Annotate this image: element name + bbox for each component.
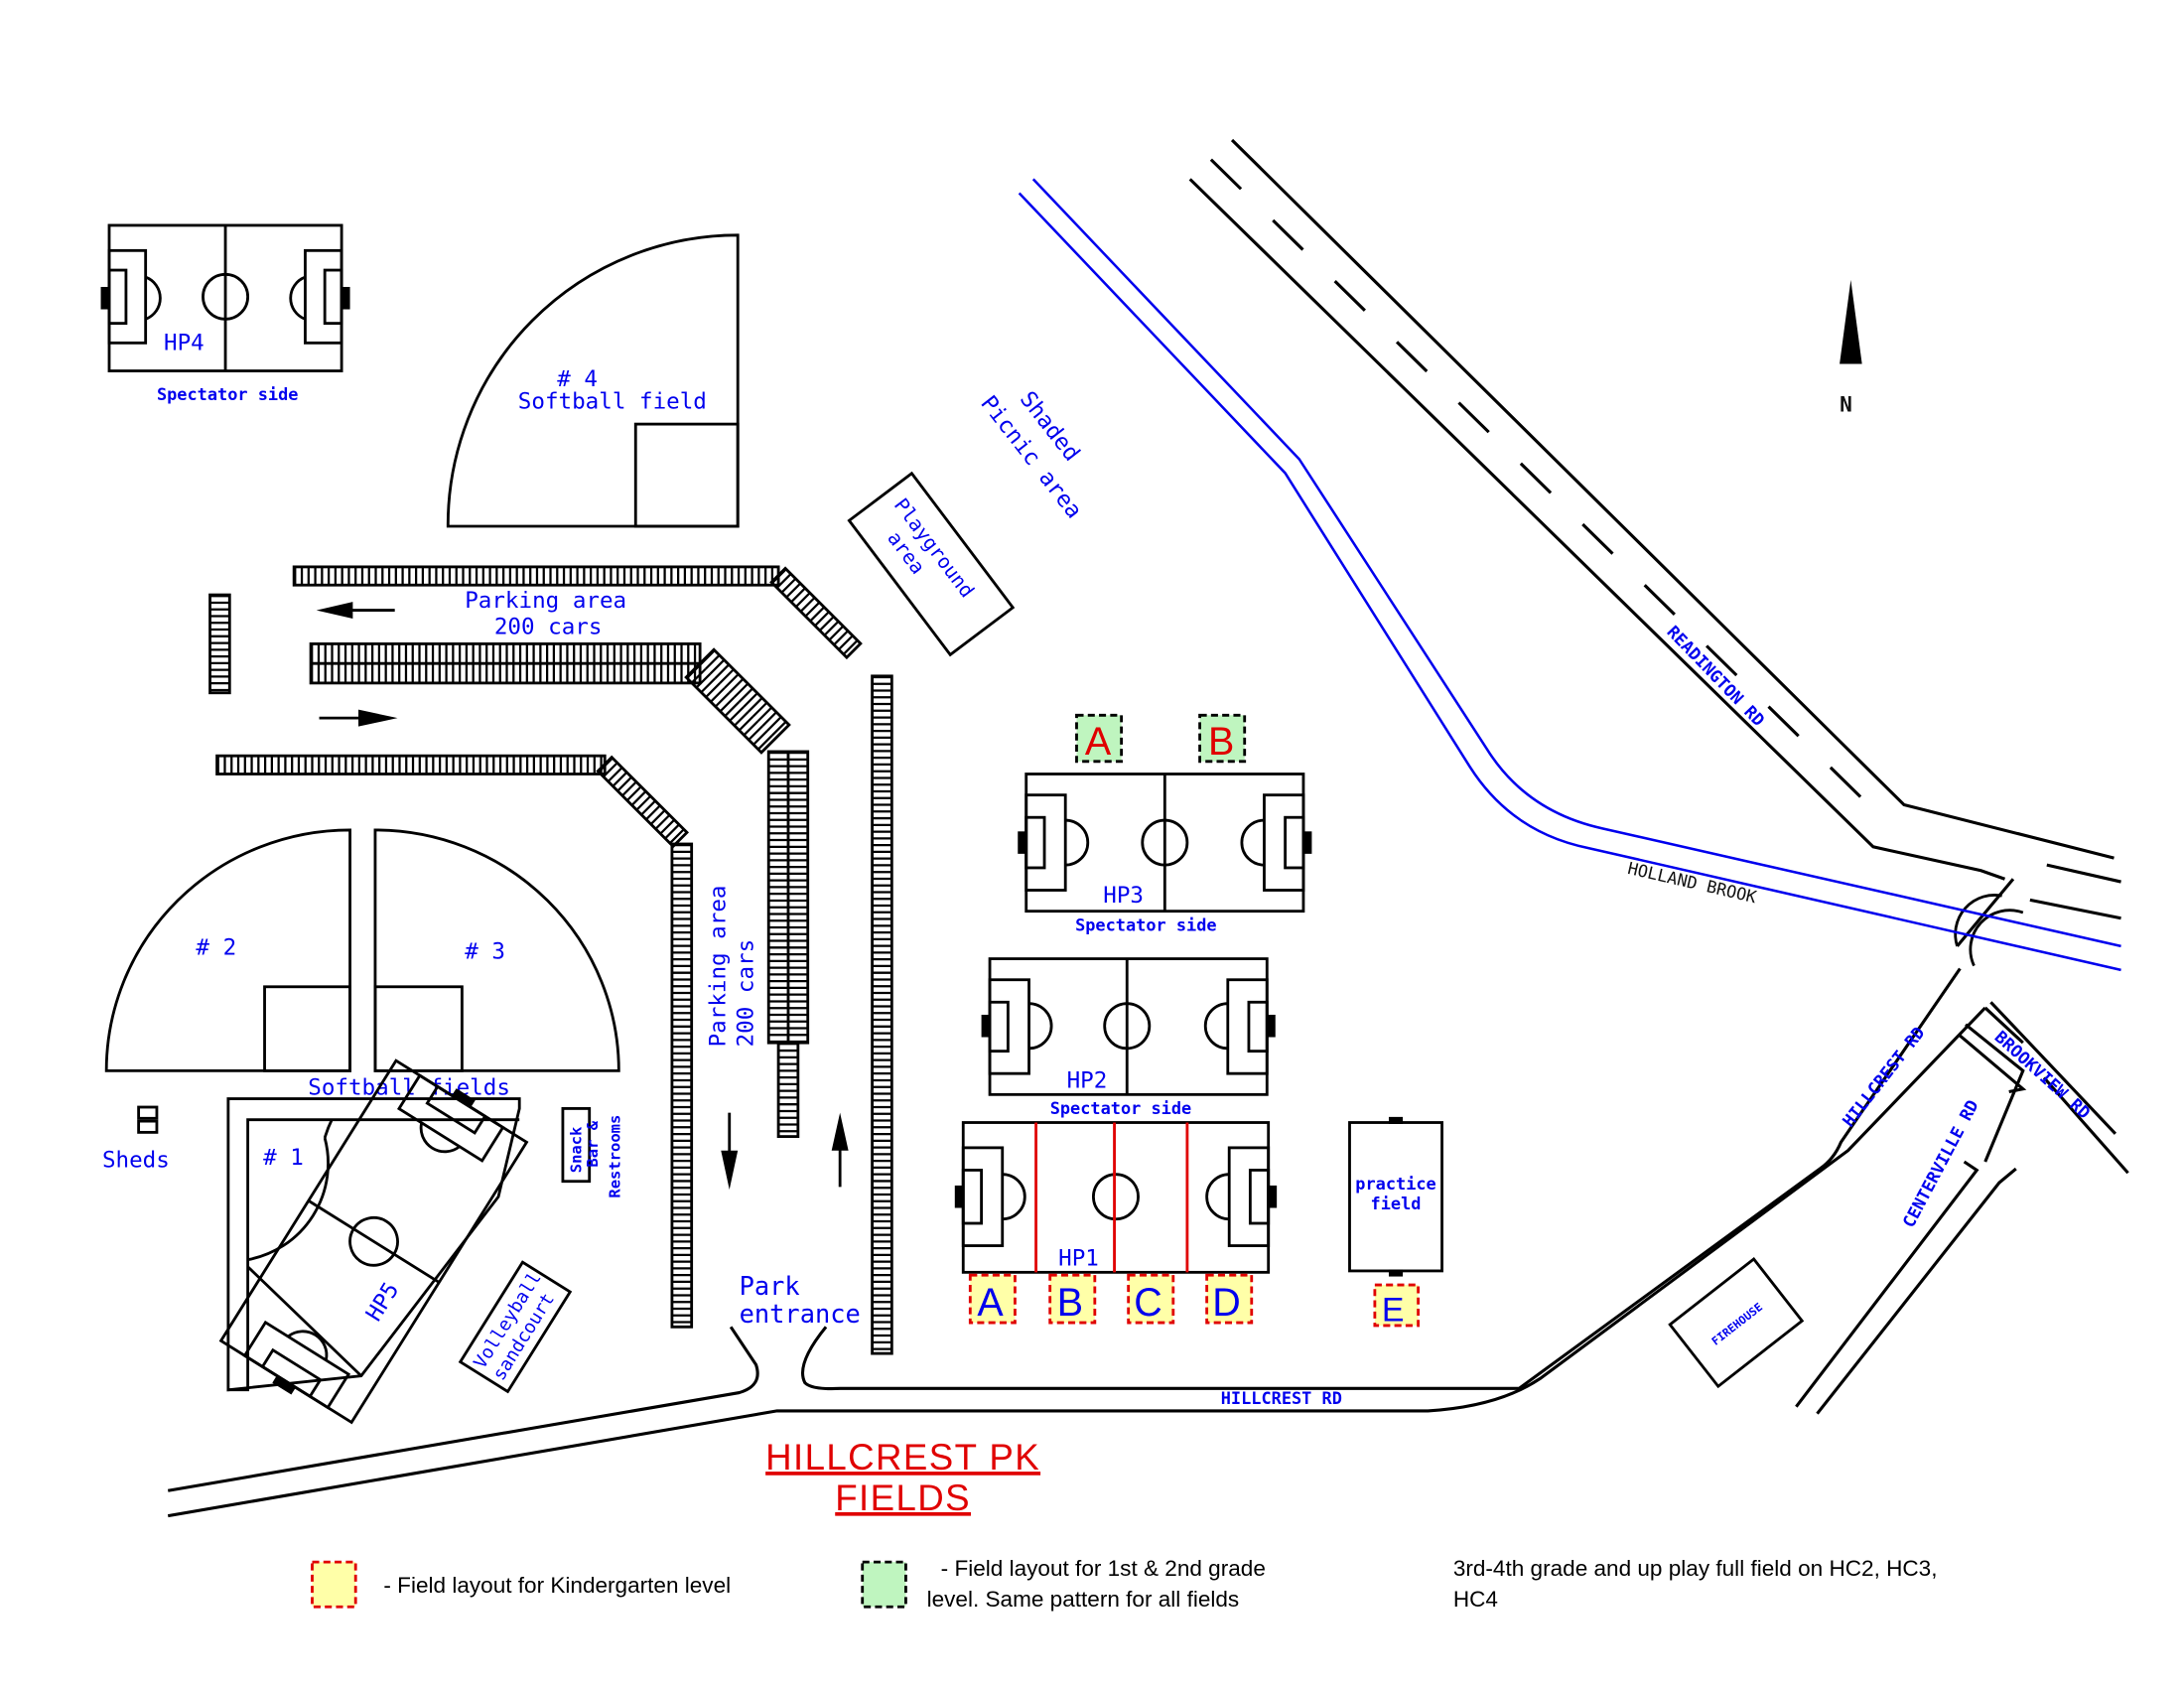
- firehouse-label: FIREHOUSE: [1709, 1301, 1765, 1348]
- north-label: N: [1840, 391, 1852, 416]
- softball-fields-label: Softball fields: [308, 1074, 510, 1100]
- snack-label-2: Bar &: [584, 1120, 602, 1167]
- practice-field: [1348, 1116, 1443, 1277]
- arrow-down-icon: [721, 1150, 739, 1191]
- playground: Playground area: [847, 471, 1016, 657]
- legend-upper-text-1: 3rd-4th grade and up play full field on …: [1453, 1556, 1938, 1581]
- softball-field-4: [446, 233, 740, 528]
- softball-4-name: Softball field: [518, 389, 707, 415]
- hillcrest-road: [167, 967, 2024, 1518]
- arrow-up-icon: [831, 1112, 849, 1151]
- kinder-box-b: B: [1048, 1273, 1097, 1325]
- softball-4-number: # 4: [557, 366, 598, 392]
- soccer-field-hp5: [218, 1058, 529, 1425]
- soccer-field-hp1: [954, 1121, 1278, 1274]
- hp5-label: HP5: [361, 1278, 405, 1326]
- arrow-left-icon: [316, 602, 353, 620]
- kinder-box-c: C: [1127, 1273, 1175, 1325]
- hp2-spectator-side: Spectator side: [1050, 1098, 1192, 1118]
- map-title-line2: FIELDS: [835, 1477, 971, 1518]
- grade12-box-a: A: [1075, 713, 1124, 764]
- hp2-label: HP2: [1067, 1067, 1108, 1093]
- parking-top-label-2: 200 cars: [494, 615, 603, 640]
- readington-road: [1188, 138, 2121, 967]
- kinder-label-b: B: [1057, 1281, 1083, 1325]
- kinder-box-e: E: [1373, 1283, 1420, 1330]
- grade12-box-b: B: [1198, 713, 1247, 764]
- hp3-spectator-side: Spectator side: [1075, 914, 1217, 934]
- practice-field-label-1: practice: [1355, 1174, 1435, 1194]
- holland-brook-label: HOLLAND BROOK: [1626, 858, 1759, 907]
- grade12-label-a: A: [1085, 720, 1112, 764]
- kinder-box-d: D: [1205, 1273, 1254, 1325]
- hillcrest-road-south-label: HILLCREST RD: [1221, 1388, 1342, 1408]
- snack-bar: [561, 1107, 592, 1184]
- hp3-label: HP3: [1103, 883, 1144, 909]
- hp4-label: HP4: [164, 330, 205, 355]
- soccer-field-hp4: [100, 223, 350, 372]
- softball-field-2: [104, 828, 351, 1072]
- traffic-arrows: [316, 602, 849, 1191]
- map-title-line1: HILLCREST PK: [765, 1437, 1040, 1477]
- snack-label-3: Restrooms: [607, 1115, 624, 1198]
- kinder-box-a: A: [968, 1273, 1017, 1325]
- snack-label-1: Snack: [567, 1126, 585, 1173]
- softball-field-1-and-hp5: [226, 1097, 521, 1392]
- softball-1-label: # 1: [263, 1145, 304, 1171]
- legend-grade12-text-1: - Field layout for 1st & 2nd grade: [941, 1556, 1266, 1581]
- sheds-icon: [137, 1105, 159, 1134]
- kinder-label-e: E: [1382, 1292, 1405, 1330]
- soccer-field-hp3: [1018, 773, 1312, 914]
- parking-rows: [208, 565, 893, 1355]
- centerville-road: [1795, 1023, 2025, 1415]
- legend-kinder-text: - Field layout for Kindergarten level: [383, 1573, 731, 1598]
- kinder-label-c: C: [1134, 1281, 1162, 1325]
- softball-field-3: [373, 828, 620, 1072]
- parking-top-label-1: Parking area: [465, 588, 626, 614]
- hp1-label: HP1: [1058, 1245, 1099, 1271]
- park-entrance-label-2: entrance: [740, 1299, 861, 1329]
- parking-side-label-2: 200 cars: [734, 939, 759, 1048]
- park-entrance-label-1: Park: [740, 1271, 800, 1301]
- arrow-right-icon: [358, 709, 398, 727]
- legend-kinder-swatch: [311, 1560, 357, 1609]
- firehouse: FIREHOUSE: [1668, 1257, 1805, 1389]
- holland-brook: [1018, 178, 2121, 972]
- legend-grade12-swatch: [861, 1560, 907, 1609]
- grade12-label-b: B: [1208, 720, 1234, 764]
- kinder-label-d: D: [1212, 1281, 1241, 1325]
- softball-2-label: # 2: [196, 934, 236, 960]
- soccer-field-hp2: [981, 957, 1276, 1096]
- volleyball-court: Volleyball sandcourt: [458, 1260, 573, 1394]
- legend-upper-text-2: HC4: [1453, 1587, 1498, 1612]
- legend: - Field layout for Kindergarten level - …: [311, 1556, 1938, 1612]
- north-arrow-icon: [1840, 279, 1862, 364]
- kinder-label-a: A: [977, 1281, 1004, 1325]
- readington-road-label: READINGTON RD: [1663, 622, 1768, 730]
- practice-field-label-2: field: [1371, 1194, 1422, 1213]
- sheds-label: Sheds: [102, 1148, 170, 1174]
- parking-side-label-1: Parking area: [706, 886, 732, 1048]
- hp4-spectator-side: Spectator side: [157, 384, 299, 404]
- legend-grade12-text-2: level. Same pattern for all fields: [927, 1587, 1240, 1612]
- brookview-road: [1959, 1001, 2129, 1175]
- softball-3-label: # 3: [465, 939, 505, 965]
